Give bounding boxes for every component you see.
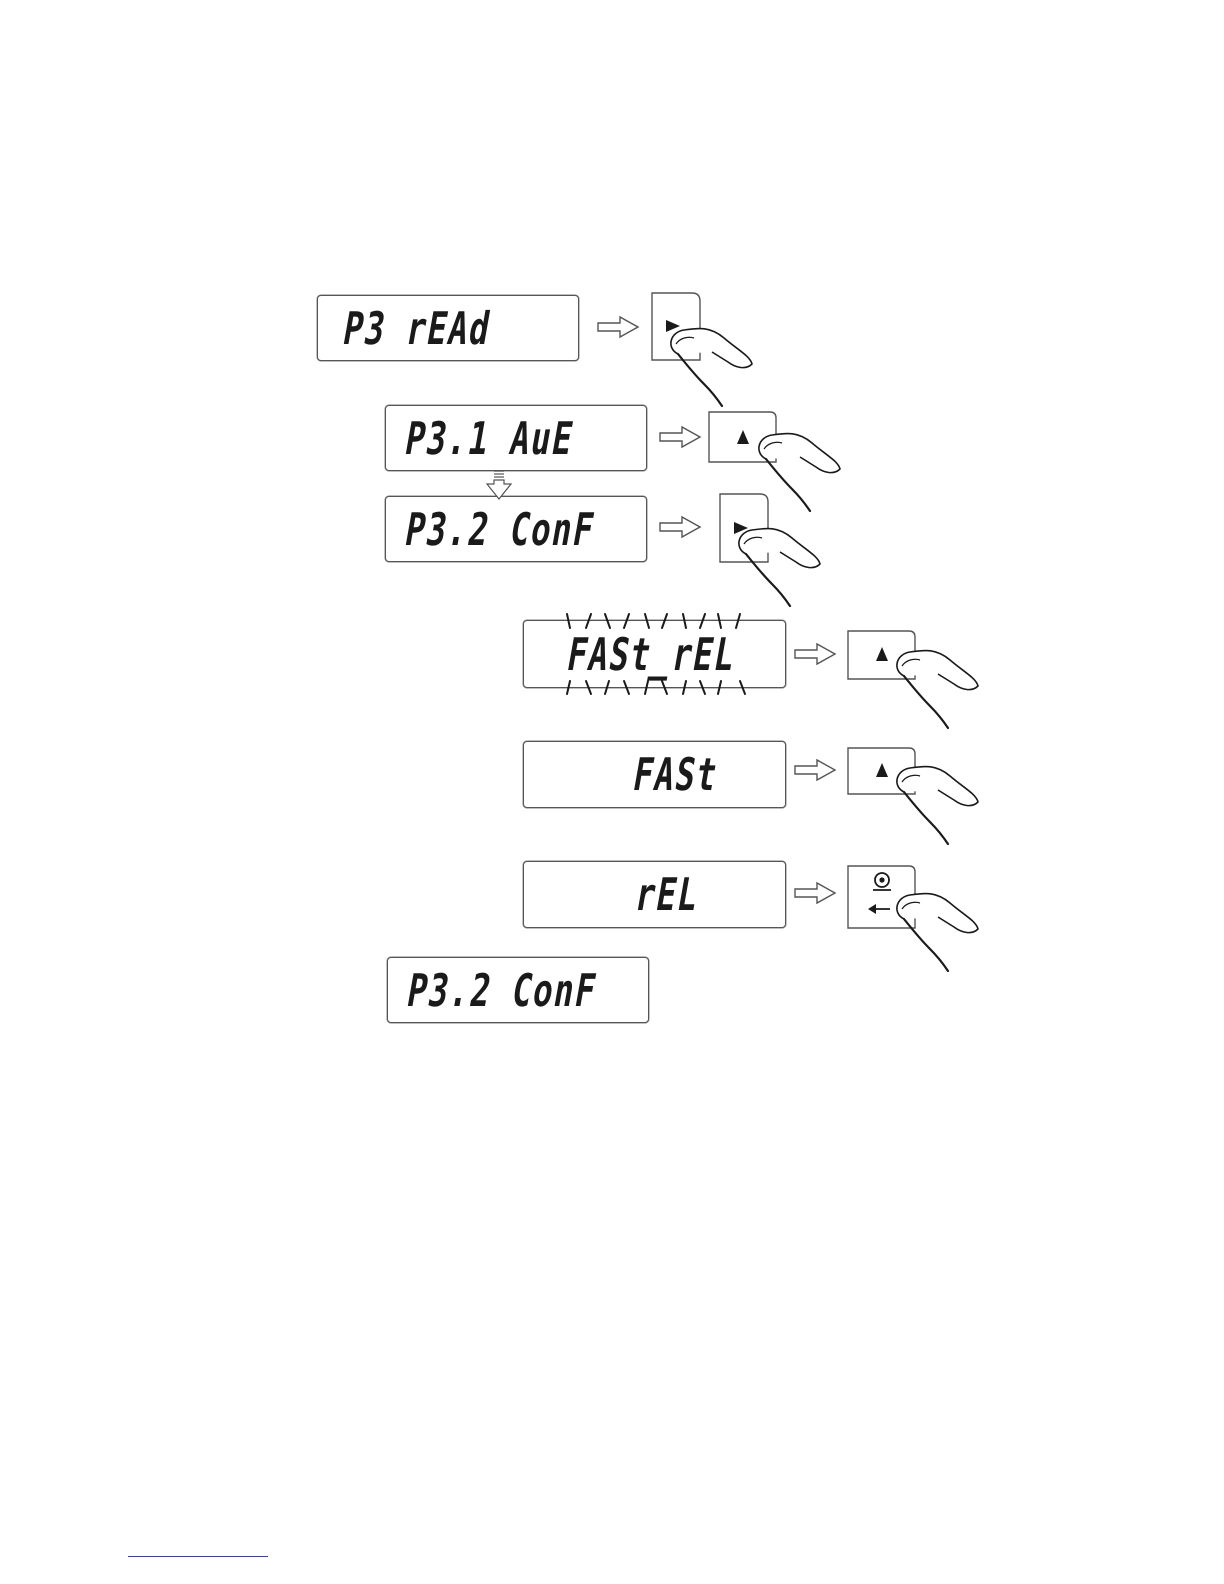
footer-link-underline xyxy=(128,1556,268,1557)
flow-arrow xyxy=(660,517,700,537)
finger-icon xyxy=(897,650,978,728)
flow-arrow xyxy=(598,317,638,337)
finger-icon xyxy=(897,766,978,844)
finger-icon xyxy=(897,893,978,971)
finger-icon xyxy=(671,328,752,406)
enter-key xyxy=(848,866,978,971)
down-flow-arrow xyxy=(487,471,511,499)
flow-arrow xyxy=(795,760,835,780)
blink-indicator xyxy=(567,614,745,694)
right-arrow-key xyxy=(720,494,820,606)
up-arrow-key xyxy=(848,631,978,728)
right-arrow-key xyxy=(652,293,752,406)
flow-arrow xyxy=(795,883,835,903)
finger-icon xyxy=(739,528,820,606)
up-arrow-key xyxy=(848,748,978,844)
flow-arrow xyxy=(795,644,835,664)
finger-icon xyxy=(759,433,840,511)
flow-arrow xyxy=(660,427,700,447)
